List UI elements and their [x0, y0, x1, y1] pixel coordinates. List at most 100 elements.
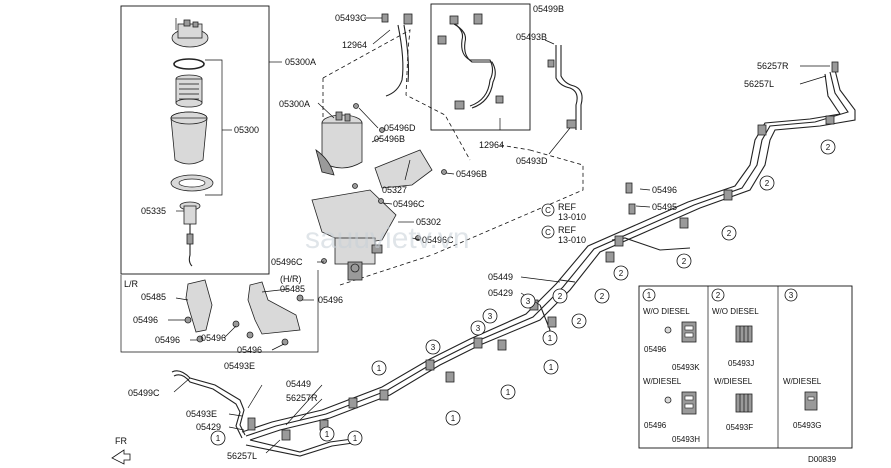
callout-marker: 2 — [820, 139, 836, 155]
legend-col3-marker — [784, 288, 798, 302]
svg-text:1: 1 — [451, 414, 456, 423]
callout-marker: 1 — [500, 384, 516, 400]
svg-text:2: 2 — [619, 269, 624, 278]
label-05485-left: 05485 — [141, 292, 166, 302]
callout-markers: 1 1 1 1 1 1 1 1 2 2 2 2 2 2 2 2 3 3 3 3 — [210, 139, 836, 446]
legend-col2-num: 2 — [716, 291, 721, 300]
label-05499c: 05499C — [128, 388, 160, 398]
filter-hose-part — [385, 24, 404, 97]
label-05496c-b: 05496C — [422, 235, 454, 245]
dash-upper-left — [322, 29, 411, 79]
clip-icon — [664, 391, 697, 415]
svg-text:1: 1 — [353, 434, 358, 443]
label-05496-m1: 05496 — [318, 295, 343, 305]
label-05496-m2: 05496 — [201, 333, 226, 343]
clip-icon — [804, 391, 818, 411]
callout-marker: 3 — [520, 293, 536, 309]
callout-marker: 1 — [542, 330, 558, 346]
label-05493d: 05493D — [516, 156, 548, 166]
svg-text:2: 2 — [765, 179, 770, 188]
label-05493e-b: 05493E — [186, 409, 217, 419]
legend-col1-p1: 05496 — [644, 345, 667, 354]
label-hr-tag: (H/R) — [280, 274, 302, 284]
fuel-filter-body-part — [315, 111, 363, 176]
legend-col1-h2: W/DIESEL — [643, 377, 682, 386]
label-12964-box: 12964 — [479, 140, 504, 150]
front-arrow-icon — [111, 449, 131, 465]
pump-canister-part — [170, 111, 208, 165]
ref-1-line-a: REF — [558, 202, 577, 212]
label-lr-tag: L/R — [124, 279, 139, 289]
upper-hose-detail-group — [430, 3, 531, 131]
svg-text:2: 2 — [558, 292, 563, 301]
label-56257r-top: 56257R — [757, 61, 789, 71]
svg-text:1: 1 — [548, 334, 553, 343]
legend-col2-p2: 05493F — [726, 423, 753, 432]
legend-col2-p1: 05493J — [728, 359, 754, 368]
fuel-filter-assembly-group — [311, 13, 584, 286]
pump-oring-part — [173, 58, 205, 70]
callout-marker: 2 — [571, 313, 587, 329]
svg-text:3: 3 — [488, 312, 493, 321]
filter-head-part — [334, 237, 383, 281]
clip-icon — [735, 393, 753, 413]
ref-2-line-b: 13-010 — [558, 235, 586, 245]
svg-text:3: 3 — [431, 343, 436, 352]
svg-text:3: 3 — [476, 324, 481, 333]
ref-marker-2 — [541, 225, 555, 239]
bracket-05327-part — [374, 149, 433, 189]
label-05499b: 05499B — [533, 4, 564, 14]
label-05493c: 05493C — [335, 13, 367, 23]
legend-col1-p2: 05493K — [672, 363, 700, 372]
callout-marker: 1 — [543, 359, 559, 375]
callout-marker: 1 — [347, 430, 363, 446]
label-05496c-c: 05496C — [271, 257, 303, 267]
callout-marker: 1 — [210, 430, 226, 446]
legend-col1-h1: W/O DIESEL — [643, 307, 690, 316]
callout-marker: 3 — [482, 308, 498, 324]
dash-upper-right — [405, 49, 471, 161]
clip-legend: 1 W/O DIESEL 05496 05493K W/DIESEL 05496… — [638, 285, 853, 449]
svg-text:2: 2 — [727, 229, 732, 238]
part-labels: 05300A 05300 05335 05493C 12964 05300A 0… — [111, 4, 789, 465]
svg-text:1: 1 — [506, 388, 511, 397]
label-05496-m3: 05496 — [237, 345, 262, 355]
label-fr: FR — [115, 436, 127, 446]
callout-marker: 1 — [371, 360, 387, 376]
svg-text:3: 3 — [526, 297, 531, 306]
callout-marker: 2 — [676, 253, 692, 269]
callout-marker: 2 — [594, 288, 610, 304]
svg-text:2: 2 — [682, 257, 687, 266]
label-05449-mid: 05449 — [488, 272, 513, 282]
pump-filter-part — [175, 74, 203, 108]
protector-lr-part — [185, 279, 213, 333]
callout-marker: 2 — [759, 175, 775, 191]
legend-col3-h1: W/DIESEL — [783, 377, 822, 386]
label-56257l-bot: 56257L — [227, 451, 257, 461]
label-05429-bot: 05429 — [196, 422, 221, 432]
label-05335: 05335 — [141, 206, 166, 216]
svg-text:1: 1 — [216, 434, 221, 443]
legend-col3-num: 3 — [789, 291, 794, 300]
callout-marker: 3 — [470, 320, 486, 336]
label-56257r-bot: 56257R — [286, 393, 318, 403]
protector-hr-part — [247, 281, 301, 335]
svg-text:2: 2 — [577, 317, 582, 326]
label-05300: 05300 — [234, 125, 259, 135]
pump-flange-part — [171, 18, 209, 48]
protector-brackets-group — [120, 270, 319, 353]
lower-left-box — [120, 270, 319, 353]
callout-marker: 3 — [425, 339, 441, 355]
callout-marker: 1 — [319, 426, 335, 442]
label-05302: 05302 — [416, 217, 441, 227]
bracket-05302-part — [311, 189, 397, 246]
callout-marker: 2 — [613, 265, 629, 281]
legend-col3-p1: 05493G — [793, 421, 821, 430]
label-05429-mid: 05429 — [488, 288, 513, 298]
fuel-pump-assembly-group — [120, 5, 282, 275]
ref-marker-1-text: C — [545, 206, 551, 215]
hose-detail-box — [430, 3, 531, 131]
ref-marker-1 — [541, 203, 555, 217]
label-12964-top: 12964 — [342, 40, 367, 50]
